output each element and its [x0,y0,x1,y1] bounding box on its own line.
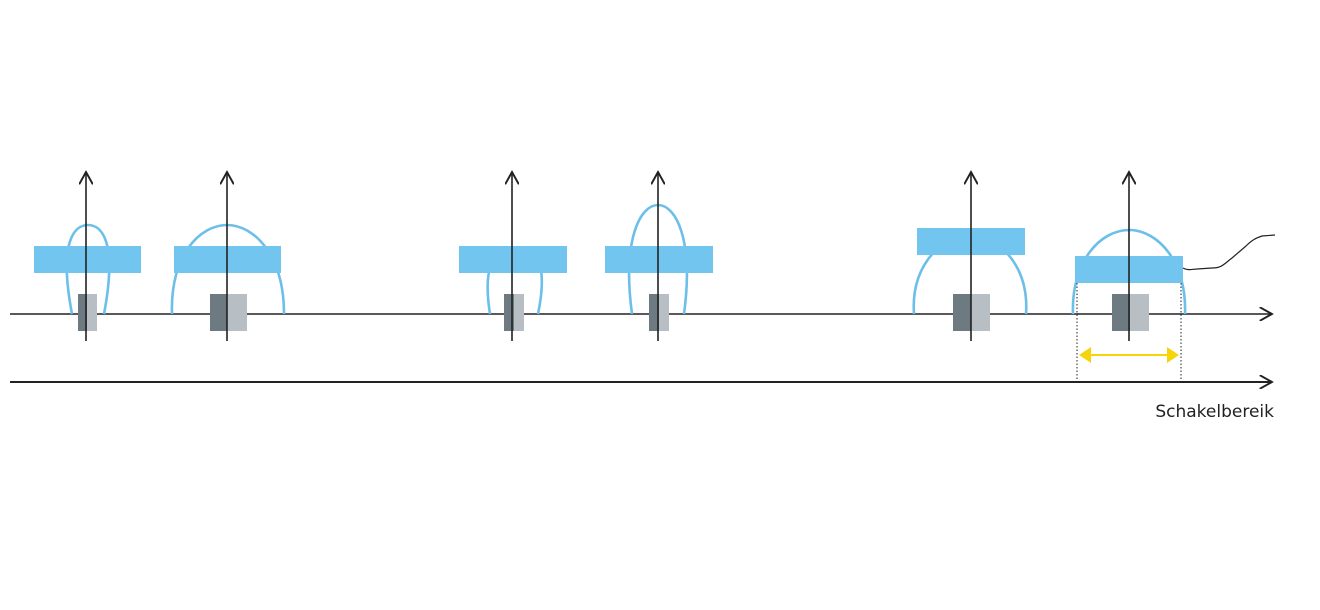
sensor-body-light [514,294,524,331]
range-arrowhead-left [1079,347,1091,363]
sensor-group-3 [459,172,567,341]
sensor-body-dark [953,294,971,331]
sensor-body-light [87,294,97,331]
target-plate [605,246,713,273]
sensor-body-dark [78,294,87,331]
sensor-body-dark [504,294,514,331]
sensor-body-light [1130,294,1149,331]
sensor-group-6 [1071,172,1276,381]
sensor-group-1 [34,172,141,341]
target-plate [34,246,141,273]
range-arrowhead-right [1167,347,1179,363]
sensor-body-light [227,294,247,331]
sensor-body-dark [210,294,227,331]
sensor-body-light [971,294,990,331]
field-line [912,251,1028,315]
sensor-group-5 [912,172,1028,341]
sensor-body-dark [1112,294,1130,331]
switching-range-label: Schakelbereik [1155,402,1274,422]
sensor-group-4 [605,172,713,341]
motion-trace [1182,234,1276,271]
sensor-body-dark [649,294,659,331]
target-plate [459,246,567,273]
sensor-group-2 [170,172,286,341]
sensor-body-light [659,294,669,331]
